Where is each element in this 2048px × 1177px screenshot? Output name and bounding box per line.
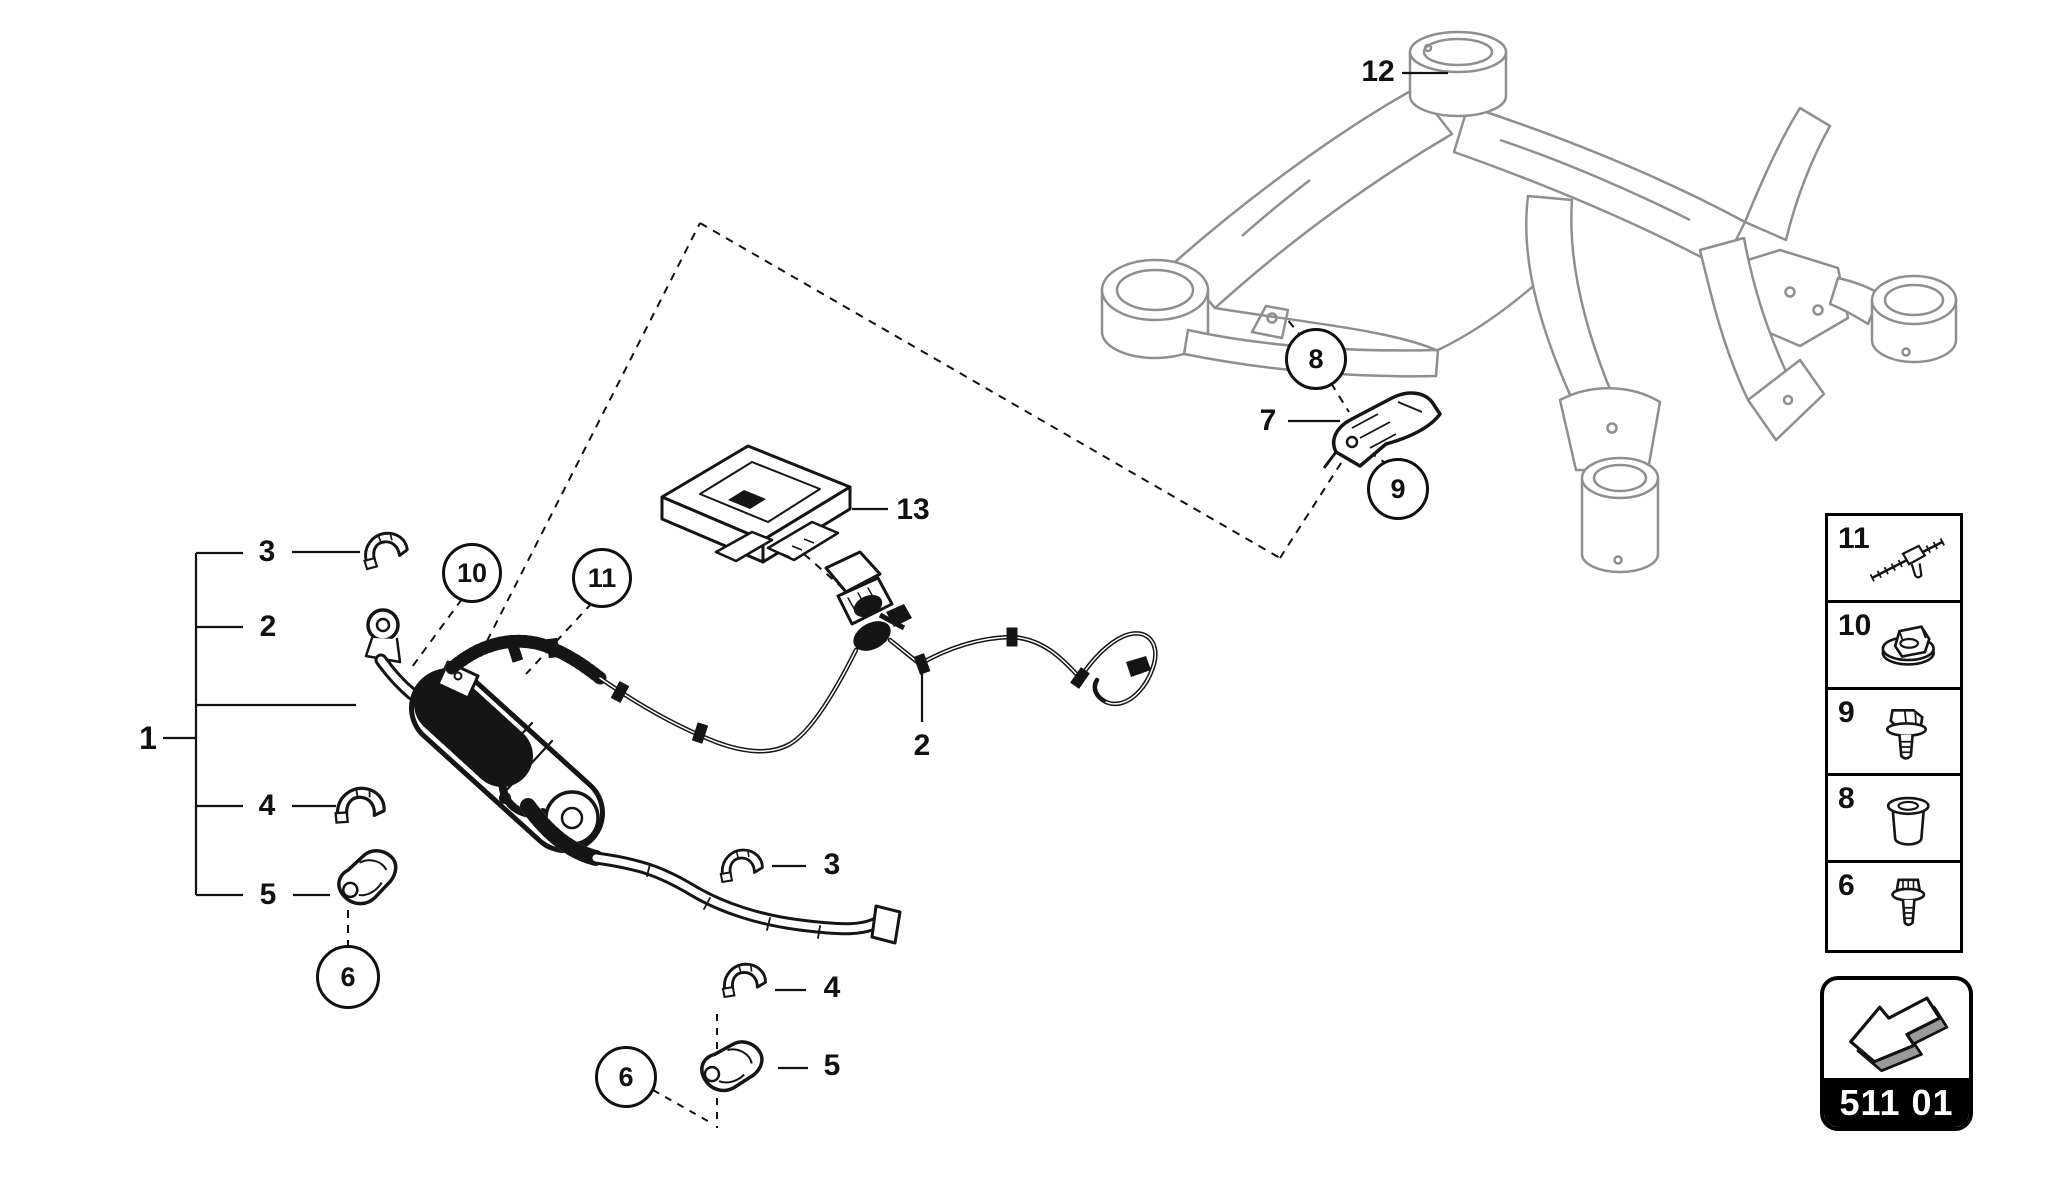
fastener-legend-panel: 11 10 9 bbox=[1825, 513, 1963, 953]
callout-2[interactable]: 2 bbox=[259, 610, 277, 643]
legend-number: 9 bbox=[1838, 695, 1855, 729]
hex-flange-bolt-icon bbox=[1885, 708, 1928, 760]
callout-circle-6b[interactable]: 6 bbox=[595, 1046, 657, 1108]
reference-dashed-lines bbox=[347, 222, 1388, 1128]
callout-2b[interactable]: 2 bbox=[913, 729, 931, 762]
legend-number: 8 bbox=[1838, 782, 1855, 816]
callout-circle-10[interactable]: 10 bbox=[442, 543, 502, 603]
legend-row-6[interactable]: 6 bbox=[1828, 863, 1960, 950]
callout-3[interactable]: 3 bbox=[258, 535, 276, 568]
part-group-code-box[interactable]: 511 01 bbox=[1820, 976, 1973, 1131]
callout-12[interactable]: 12 bbox=[1361, 55, 1395, 88]
bushing-3-left bbox=[360, 529, 411, 571]
legend-number: 11 bbox=[1838, 522, 1870, 555]
legend-row-10[interactable]: 10 bbox=[1828, 603, 1960, 690]
control-unit bbox=[660, 444, 906, 631]
sleeve-bushing-icon bbox=[1886, 797, 1930, 847]
legend-row-8[interactable]: 8 bbox=[1828, 776, 1960, 864]
callout-4[interactable]: 4 bbox=[258, 789, 276, 822]
group-code-label: 511 01 bbox=[1824, 1078, 1969, 1127]
support-bracket-7 bbox=[1322, 391, 1442, 469]
bushing-4-right bbox=[721, 962, 767, 999]
callout-7[interactable]: 7 bbox=[1259, 404, 1277, 437]
bushing-3-right bbox=[719, 848, 764, 884]
callout-3b[interactable]: 3 bbox=[823, 848, 841, 881]
callout-circle-11[interactable]: 11 bbox=[572, 548, 632, 608]
callout-5b[interactable]: 5 bbox=[823, 1049, 841, 1082]
callout-circle-9[interactable]: 9 bbox=[1367, 458, 1429, 520]
callout-13[interactable]: 13 bbox=[896, 493, 930, 526]
cable-tie-icon bbox=[1869, 537, 1946, 582]
flange-nut-icon bbox=[1881, 625, 1935, 666]
legend-row-11[interactable]: 11 bbox=[1828, 516, 1960, 603]
callout-circle-8[interactable]: 8 bbox=[1285, 328, 1347, 390]
callout-4b[interactable]: 4 bbox=[823, 971, 841, 1004]
callout-circle-6[interactable]: 6 bbox=[316, 945, 380, 1009]
legend-number: 6 bbox=[1838, 869, 1855, 903]
clamp-5-left bbox=[333, 847, 401, 908]
bushing-4-left bbox=[333, 784, 388, 829]
callout-leader-lines bbox=[163, 71, 1448, 1070]
arrow-area bbox=[1824, 980, 1969, 1078]
bolt-with-washer-icon bbox=[1891, 878, 1926, 927]
stabilizer-bar-actuator-assembly bbox=[364, 608, 902, 945]
callout-1[interactable]: 1 bbox=[139, 720, 157, 756]
group-reference-arrow-icon bbox=[1848, 996, 1948, 1073]
wiring-harness bbox=[445, 576, 1158, 754]
legend-number: 10 bbox=[1838, 608, 1872, 642]
legend-row-9[interactable]: 9 bbox=[1828, 690, 1960, 777]
callout-5[interactable]: 5 bbox=[259, 878, 277, 911]
clamp-5-right bbox=[697, 1034, 766, 1098]
rear-subframe-drawing bbox=[1100, 30, 1958, 574]
